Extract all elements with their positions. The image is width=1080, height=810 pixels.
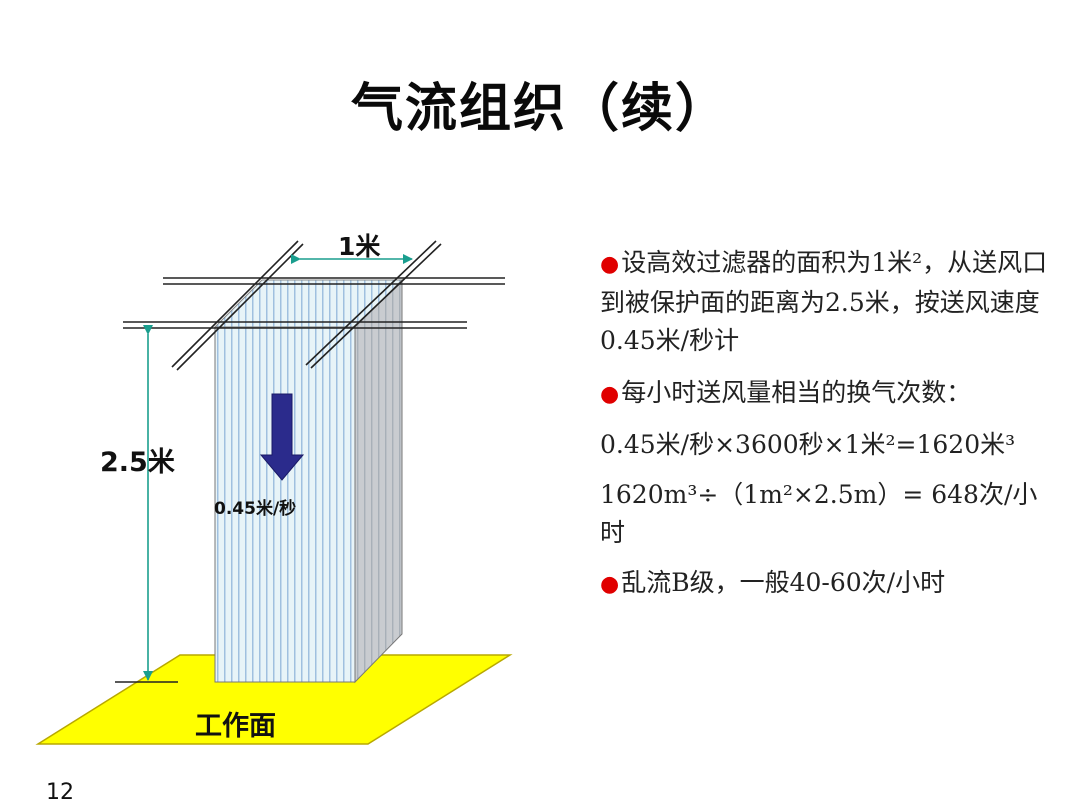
bullet-dot: ● [600, 382, 620, 407]
list-item: ●每小时送风量相当的换气次数： [600, 374, 1060, 414]
list-item-text: 1620m³÷（1m²×2.5m）= 648次/小时 [600, 480, 1038, 547]
frame-lines [123, 277, 505, 329]
airflow-diagram [35, 240, 513, 745]
list-item: 1620m³÷（1m²×2.5m）= 648次/小时 [600, 476, 1060, 552]
work-surface [35, 654, 513, 745]
slide-content: ●设高效过滤器的面积为1米²，从送风口到被保护面的距离为2.5米，按送风速度0.… [600, 244, 1060, 604]
column-front-face [214, 326, 356, 683]
speed-label: 0.45米/秒 [214, 499, 297, 519]
list-item: ●设高效过滤器的面积为1米²，从送风口到被保护面的距离为2.5米，按送风速度0.… [600, 244, 1060, 360]
page-number: 12 [46, 780, 74, 805]
slide-title: 气流组织（续） [350, 79, 729, 139]
work-surface-label: 工作面 [195, 711, 276, 742]
list-item-text: 设高效过滤器的面积为1米²，从送风口到被保护面的距离为2.5米，按送风速度0.4… [600, 248, 1048, 355]
list-item: ●乱流B级，一般40-60次/小时 [600, 564, 1060, 604]
height-label: 2.5米 [100, 447, 175, 478]
airflow-down-arrow [259, 393, 305, 481]
bullet-dot: ● [600, 572, 620, 597]
list-item: 0.45米/秒×3600秒×1米²=1620米³ [600, 426, 1060, 464]
list-item-text: 每小时送风量相当的换气次数： [621, 378, 972, 407]
list-item-text: 乱流B级，一般40-60次/小时 [621, 568, 946, 597]
column-side-face [354, 278, 403, 684]
list-item-text: 0.45米/秒×3600秒×1米²=1620米³ [600, 430, 1016, 459]
bullet-dot: ● [600, 252, 620, 277]
width-label: 1米 [338, 232, 381, 261]
frame-diagonals [171, 240, 442, 371]
